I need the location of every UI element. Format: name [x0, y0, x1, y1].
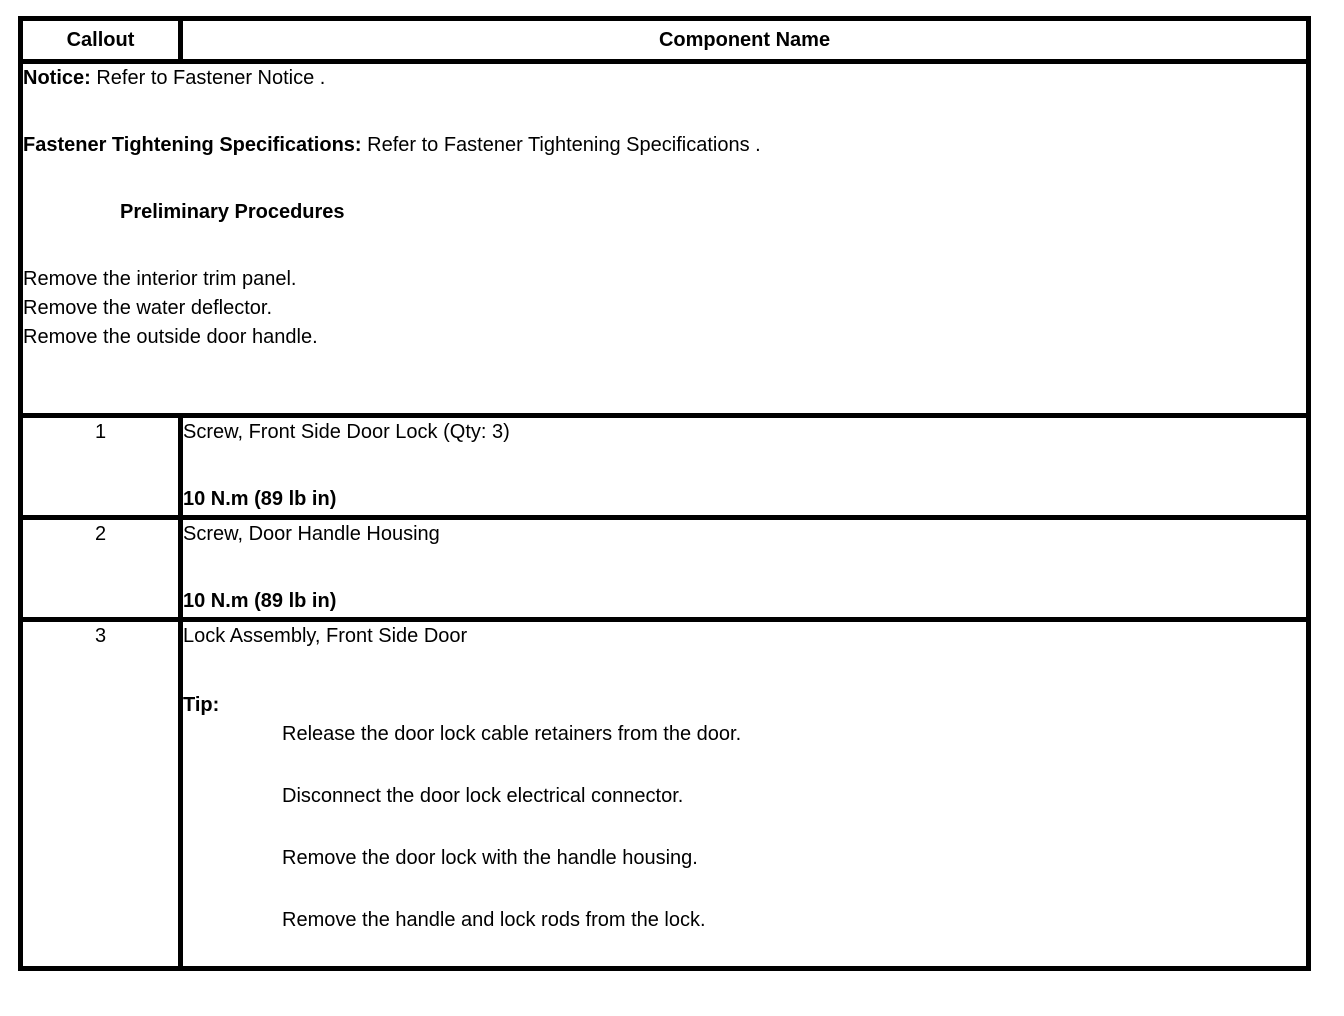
fastener-specs-text: Refer to Fastener Tightening Specificati…: [361, 134, 761, 156]
callout-number: 2: [18, 515, 183, 622]
preamble-cell: Notice: Refer to Fastener Notice . Faste…: [18, 59, 1311, 418]
table-row: 2 Screw, Door Handle Housing 10 N.m (89 …: [18, 515, 1311, 622]
component-name-column-header: Component Name: [178, 16, 1311, 64]
component-cell: Screw, Door Handle Housing 10 N.m (89 lb…: [178, 515, 1311, 622]
fastener-spec-table: Callout Component Name Notice: Refer to …: [18, 16, 1311, 971]
callout-number: 3: [18, 617, 183, 971]
component-cell: Lock Assembly, Front Side Door Tip: Rele…: [178, 617, 1311, 971]
tip-step: Disconnect the door lock electrical conn…: [282, 785, 684, 807]
tip-step: Remove the door lock with the handle hou…: [282, 847, 698, 869]
component-cell: Screw, Front Side Door Lock (Qty: 3) 10 …: [178, 413, 1311, 520]
component-name: Screw, Front Side Door Lock (Qty: 3): [183, 421, 510, 443]
component-name: Screw, Door Handle Housing: [183, 523, 440, 545]
torque-spec: 10 N.m (89 lb in): [183, 590, 337, 612]
notice-text: Refer to Fastener Notice .: [90, 67, 326, 89]
fastener-specs-label: Fastener Tightening Specifications:: [23, 134, 362, 156]
preliminary-step: Remove the water deflector.: [23, 297, 273, 319]
preamble-row: Notice: Refer to Fastener Notice . Faste…: [18, 59, 1311, 418]
callout-column-header: Callout: [18, 16, 183, 64]
table-header-row: Callout Component Name: [18, 16, 1311, 64]
preliminary-procedures-heading: Preliminary Procedures: [120, 201, 345, 223]
notice-label: Notice:: [23, 67, 91, 89]
table-row: 3 Lock Assembly, Front Side Door Tip: Re…: [18, 617, 1311, 971]
component-name: Lock Assembly, Front Side Door: [183, 625, 468, 647]
table-row: 1 Screw, Front Side Door Lock (Qty: 3) 1…: [18, 413, 1311, 520]
preliminary-step: Remove the interior trim panel.: [23, 268, 297, 290]
torque-spec: 10 N.m (89 lb in): [183, 488, 337, 510]
tip-label: Tip:: [183, 694, 220, 716]
notice-paragraph: Notice: Refer to Fastener Notice .: [23, 64, 1306, 93]
callout-number: 1: [18, 413, 183, 520]
fastener-specs-paragraph: Fastener Tightening Specifications: Refe…: [23, 131, 1306, 160]
tip-step: Release the door lock cable retainers fr…: [282, 723, 742, 745]
preliminary-step: Remove the outside door handle.: [23, 326, 318, 348]
tip-step: Remove the handle and lock rods from the…: [282, 909, 706, 931]
